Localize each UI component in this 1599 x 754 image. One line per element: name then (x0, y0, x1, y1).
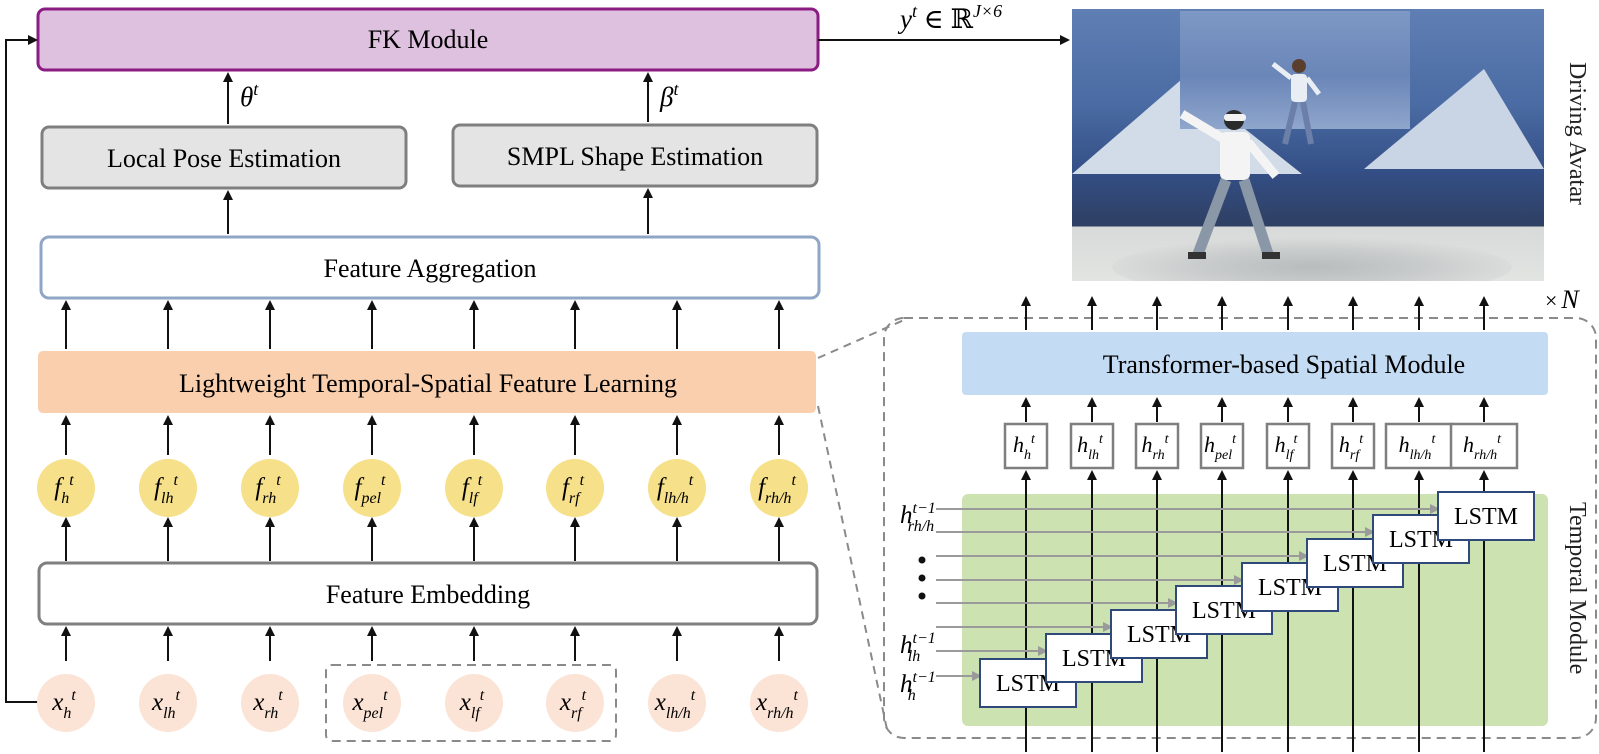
zoom-line-top (817, 319, 905, 359)
driving-avatar-photo (1072, 9, 1544, 281)
input-label: xlft (459, 687, 485, 722)
feature-label: frht (255, 472, 281, 507)
input-label: xht (51, 687, 76, 722)
zoom-line-bottom (817, 405, 889, 735)
hidden-state-box (1199, 422, 1245, 470)
input-label: xrh/ht (755, 687, 799, 722)
hidden-state-box (1330, 422, 1376, 470)
feature-label: flft (462, 472, 483, 507)
hidden-state-label: hpelt (1204, 432, 1237, 463)
lower-body-group (325, 664, 617, 742)
feature-label: flht (154, 472, 178, 507)
virtual-avatar-figure (1271, 59, 1321, 145)
feature-node (343, 459, 401, 517)
local-pose-label: Local Pose Estimation (107, 144, 341, 173)
input-node (445, 674, 503, 732)
input-label: xpelt (351, 687, 388, 722)
local-pose-box (40, 125, 408, 190)
feature-node (648, 459, 706, 517)
feature-aggregation-label: Feature Aggregation (324, 254, 537, 283)
input-node (343, 674, 401, 732)
hidden-state-box (1134, 422, 1180, 470)
times-n-label: ×N (1545, 285, 1580, 314)
photo-floor (1112, 237, 1512, 281)
smpl-shape-label: SMPL Shape Estimation (507, 142, 763, 171)
hidden-state-box (1265, 422, 1311, 470)
feature-aggregation-box (39, 235, 821, 300)
temporal-module-label: Temporal Module (1564, 502, 1590, 675)
input-node (546, 674, 604, 732)
input-label: xrht (252, 687, 283, 722)
input-node (139, 674, 197, 732)
feature-node (241, 459, 299, 517)
detail-frame (883, 317, 1597, 739)
feature-embedding-label: Feature Embedding (326, 580, 530, 609)
feature-node (445, 459, 503, 517)
hidden-state-label: hrft (1339, 432, 1364, 463)
ltsfl-label: Lightweight Temporal-Spatial Feature Lea… (179, 369, 677, 398)
feature-node (37, 459, 95, 517)
spatial-module-box (962, 332, 1548, 395)
ltsfl-box (38, 351, 816, 413)
input-node (241, 674, 299, 732)
hidden-state-label: hht (1013, 432, 1036, 463)
hidden-state-label: hlft (1275, 432, 1299, 463)
feature-node (139, 459, 197, 517)
output-math: yt ∈ ℝJ×6 (897, 1, 1002, 34)
feature-label: fht (54, 472, 74, 507)
feature-embedding-box (37, 561, 819, 626)
feature-label: frft (562, 472, 585, 507)
input-node (750, 674, 808, 732)
input-node (648, 674, 706, 732)
ellipsis-dot (918, 592, 926, 600)
user-figure (1179, 110, 1280, 259)
feature-node (546, 459, 604, 517)
beta-label: βt (659, 79, 679, 112)
hidden-state-box (1069, 422, 1115, 470)
hidden-state-label: hrh/ht (1463, 432, 1502, 463)
feature-label: flh/ht (657, 472, 694, 507)
smpl-shape-box (451, 123, 819, 188)
theta-label: θt (240, 79, 259, 112)
ellipsis-dot (918, 574, 926, 582)
hidden-state-label: hlht (1077, 432, 1104, 463)
input-node (37, 674, 95, 732)
input-label: xlht (151, 687, 181, 722)
feature-label: fpelt (355, 472, 387, 507)
driving-avatar-label: Driving Avatar (1564, 62, 1590, 205)
feedback-line (5, 35, 45, 703)
feature-label: frh/ht (758, 472, 796, 507)
lstm-cell (1437, 491, 1535, 541)
feature-node (750, 459, 808, 517)
hidden-state-label: hlh/ht (1399, 432, 1437, 463)
hidden-state-box (1449, 422, 1519, 470)
input-label: xrft (559, 687, 587, 722)
fk-module-label: FK Module (368, 25, 489, 54)
input-label: xlh/ht (654, 687, 696, 722)
spatial-module-label: Transformer-based Spatial Module (1103, 350, 1465, 379)
lstm-label: LSTM (1454, 504, 1518, 530)
hidden-state-box (1003, 422, 1049, 470)
ellipsis-dot (918, 556, 926, 564)
hidden-state-label: hrht (1141, 432, 1169, 463)
